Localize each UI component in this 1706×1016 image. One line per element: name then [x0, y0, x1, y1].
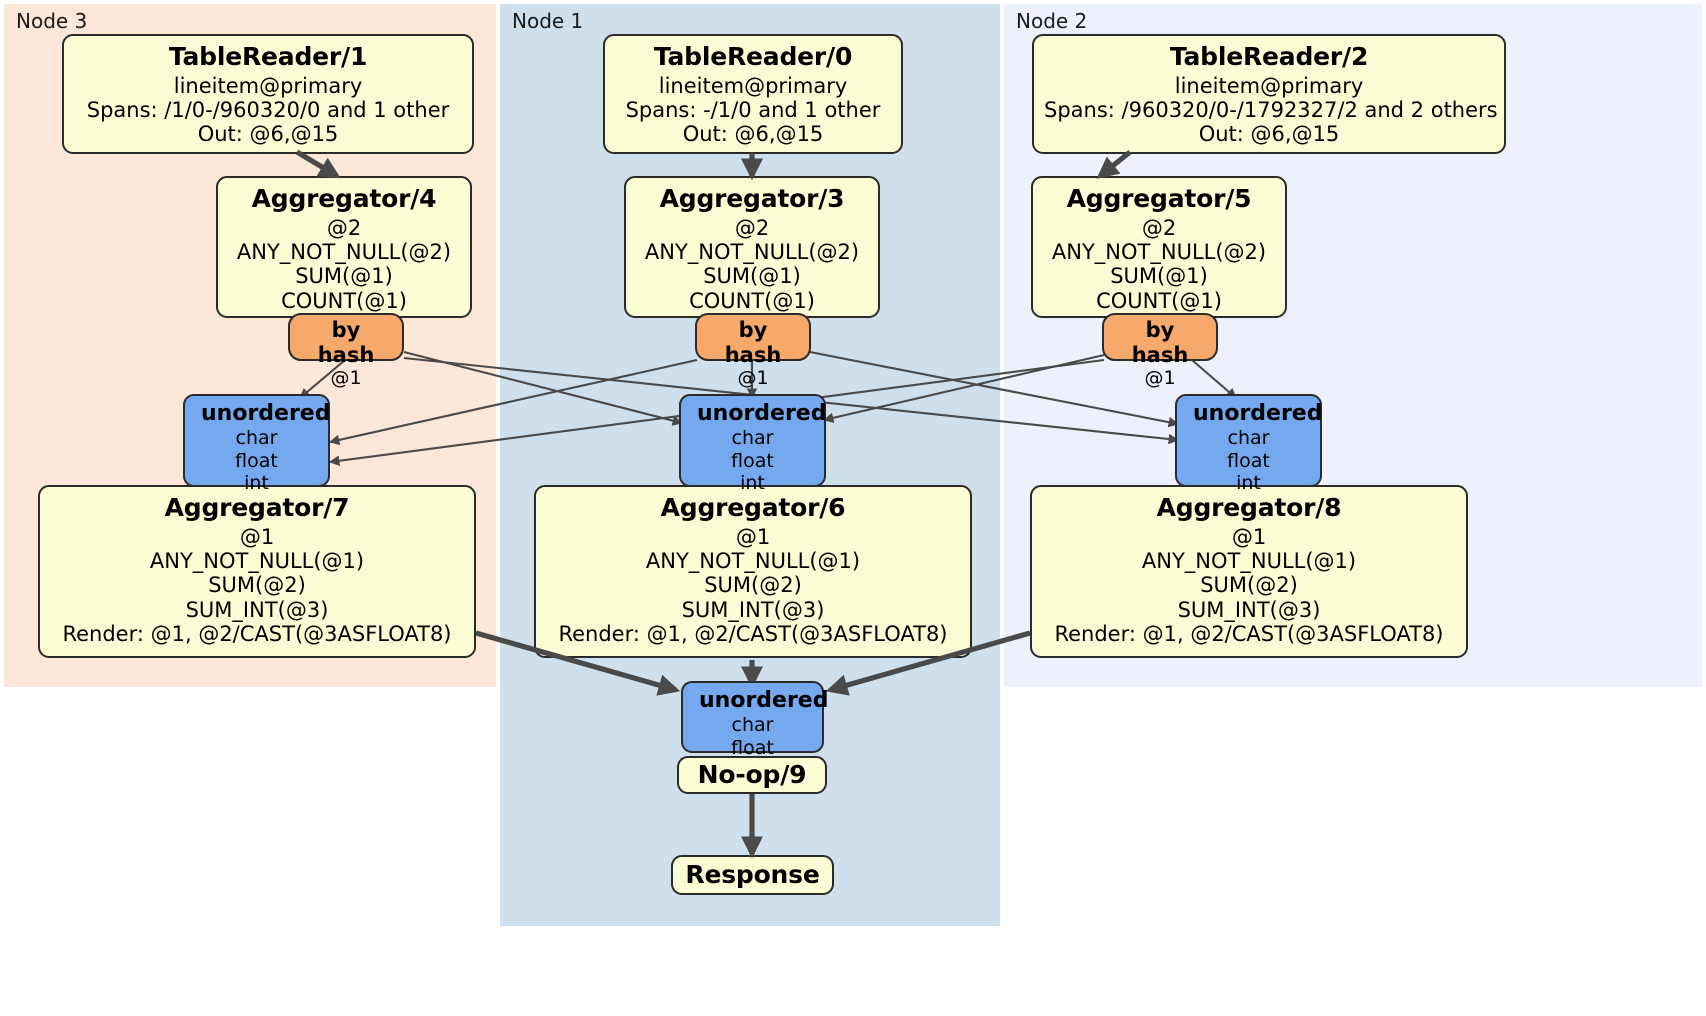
- synchronizer-title: unordered: [697, 401, 827, 426]
- router-column: @1: [737, 366, 769, 389]
- processor-detail-line: lineitem@primary: [658, 73, 848, 98]
- processor-detail-line: ANY_NOT_NULL(@2): [1051, 239, 1267, 264]
- processor-detail-line: Spans: /1/0-/960320/0 and 1 other: [86, 97, 450, 122]
- synchronizer-type: int: [1236, 472, 1261, 495]
- router-by-hash-left[interactable]: by hash @1: [288, 313, 404, 388]
- processor-title: Aggregator/6: [660, 493, 846, 522]
- processor-render-line: Render: @1, @2/CAST(@3ASFLOAT8): [62, 622, 452, 647]
- synchronizer-type: char: [731, 427, 774, 450]
- processor-title: Aggregator/3: [659, 184, 845, 213]
- processor-table-reader-0[interactable]: TableReader/0 lineitem@primary Spans: -/…: [603, 34, 903, 154]
- processor-aggregator-8[interactable]: Aggregator/8 @1 ANY_NOT_NULL(@1) SUM(@2)…: [1030, 485, 1468, 658]
- router-title: by hash: [1131, 318, 1189, 367]
- processor-detail-line: @1: [1231, 524, 1267, 549]
- processor-title: Aggregator/4: [251, 184, 437, 213]
- processor-no-op-9[interactable]: No-op/9: [677, 756, 827, 794]
- processor-response[interactable]: Response: [671, 855, 834, 895]
- synchronizer-type: int: [740, 472, 765, 495]
- processor-detail-line: @2: [1141, 215, 1177, 240]
- router-title: by hash: [724, 318, 782, 367]
- processor-detail-line: lineitem@primary: [173, 73, 363, 98]
- processor-title: Aggregator/5: [1066, 184, 1252, 213]
- processor-aggregator-4[interactable]: Aggregator/4 @2 ANY_NOT_NULL(@2) SUM(@1)…: [216, 176, 472, 318]
- processor-render-line: Render: @1, @2/CAST(@3ASFLOAT8): [1054, 622, 1444, 647]
- node-region-label-node-3: Node 3: [16, 9, 88, 33]
- synchronizer-type: char: [235, 427, 278, 450]
- synchronizer-type: float: [731, 449, 774, 472]
- processor-detail-line: Out: @6,@15: [1198, 122, 1340, 147]
- processor-detail-line: Out: @6,@15: [197, 122, 339, 147]
- router-by-hash-right[interactable]: by hash @1: [1102, 313, 1218, 388]
- synchronizer-type: float: [1227, 449, 1270, 472]
- synchronizer-unordered-middle[interactable]: unordered char float int: [679, 394, 827, 494]
- synchronizer-unordered-right[interactable]: unordered char float int: [1175, 394, 1323, 494]
- processor-detail-line: Out: @6,@15: [682, 122, 824, 147]
- processor-detail-line: SUM(@2): [208, 573, 306, 598]
- processor-aggregator-5[interactable]: Aggregator/5 @2 ANY_NOT_NULL(@2) SUM(@1)…: [1031, 176, 1287, 318]
- synchronizer-type: char: [731, 714, 774, 737]
- synchronizer-type: int: [244, 472, 269, 495]
- router-column: @1: [1144, 366, 1176, 389]
- processor-detail-line: COUNT(@1): [689, 288, 815, 313]
- processor-detail-line: ANY_NOT_NULL(@1): [1141, 548, 1357, 573]
- processor-detail-line: @2: [734, 215, 770, 240]
- synchronizer-type: char: [1227, 427, 1270, 450]
- processor-detail-line: COUNT(@1): [281, 288, 407, 313]
- node-region-label-node-2: Node 2: [1016, 9, 1088, 33]
- processor-table-reader-2[interactable]: TableReader/2 lineitem@primary Spans: /9…: [1032, 34, 1506, 154]
- processor-detail-line: ANY_NOT_NULL(@1): [149, 548, 365, 573]
- processor-detail-line: SUM_INT(@3): [185, 597, 329, 622]
- processor-detail-line: @2: [326, 215, 362, 240]
- processor-detail-line: @1: [735, 524, 771, 549]
- processor-table-reader-1[interactable]: TableReader/1 lineitem@primary Spans: /1…: [62, 34, 474, 154]
- processor-detail-line: ANY_NOT_NULL(@1): [645, 548, 861, 573]
- processor-detail-line: SUM(@2): [704, 573, 802, 598]
- processor-detail-line: SUM(@1): [295, 264, 393, 289]
- synchronizer-title: unordered: [699, 688, 829, 713]
- synchronizer-title: unordered: [201, 401, 331, 426]
- processor-aggregator-6[interactable]: Aggregator/6 @1 ANY_NOT_NULL(@1) SUM(@2)…: [534, 485, 972, 658]
- processor-detail-line: SUM(@1): [1110, 264, 1208, 289]
- processor-title: TableReader/2: [1169, 42, 1369, 71]
- processor-title: Response: [685, 860, 820, 889]
- synchronizer-title: unordered: [1193, 401, 1323, 426]
- router-title: by hash: [317, 318, 375, 367]
- processor-aggregator-7[interactable]: Aggregator/7 @1 ANY_NOT_NULL(@1) SUM(@2)…: [38, 485, 476, 658]
- processor-detail-line: COUNT(@1): [1096, 288, 1222, 313]
- processor-title: Aggregator/8: [1156, 493, 1342, 522]
- synchronizer-type: float: [235, 449, 278, 472]
- processor-detail-line: SUM(@2): [1200, 573, 1298, 598]
- node-region-label-node-1: Node 1: [512, 9, 584, 33]
- processor-title: No-op/9: [697, 760, 807, 789]
- synchronizer-unordered-left[interactable]: unordered char float int: [183, 394, 331, 494]
- processor-render-line: Render: @1, @2/CAST(@3ASFLOAT8): [558, 622, 948, 647]
- processor-detail-line: lineitem@primary: [1174, 73, 1364, 98]
- processor-detail-line: ANY_NOT_NULL(@2): [236, 239, 452, 264]
- processor-detail-line: ANY_NOT_NULL(@2): [644, 239, 860, 264]
- processor-title: TableReader/1: [168, 42, 368, 71]
- processor-detail-line: @1: [239, 524, 275, 549]
- synchronizer-type: float: [731, 736, 774, 759]
- synchronizer-unordered-final[interactable]: unordered char float: [681, 681, 829, 759]
- router-column: @1: [330, 366, 362, 389]
- processor-detail-line: Spans: /960320/0-/1792327/2 and 2 others: [1044, 97, 1498, 122]
- processor-title: TableReader/0: [653, 42, 853, 71]
- processor-detail-line: Spans: -/1/0 and 1 other: [625, 97, 881, 122]
- processor-title: Aggregator/7: [164, 493, 350, 522]
- processor-aggregator-3[interactable]: Aggregator/3 @2 ANY_NOT_NULL(@2) SUM(@1)…: [624, 176, 880, 318]
- router-by-hash-middle[interactable]: by hash @1: [695, 313, 811, 388]
- processor-detail-line: SUM_INT(@3): [681, 597, 825, 622]
- processor-detail-line: SUM_INT(@3): [1177, 597, 1321, 622]
- processor-detail-line: SUM(@1): [703, 264, 801, 289]
